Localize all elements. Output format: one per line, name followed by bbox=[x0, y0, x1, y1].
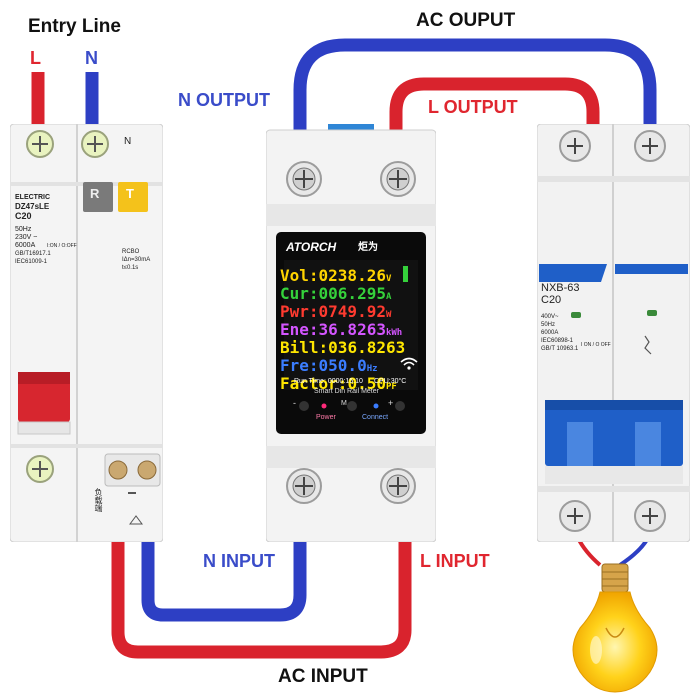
wifi-icon bbox=[400, 357, 418, 370]
rcbo-model: DZ47sLE bbox=[15, 202, 50, 211]
n-input-wire bbox=[141, 470, 307, 622]
rcbo-breaker: N R T ELECTRIC DZ47sLE C20 50Hz 230V ~ 6… bbox=[10, 124, 163, 542]
mcb-spec-1: 50Hz bbox=[541, 322, 556, 328]
rcbo-brand: ELECTRIC bbox=[15, 194, 50, 201]
terminal-screw-icon bbox=[634, 500, 666, 532]
rcbo-body bbox=[10, 124, 163, 542]
reading-power: Pwr:0749.92W bbox=[280, 302, 392, 321]
mcb-spec-3: IEC60898-1 bbox=[541, 338, 574, 344]
terminal-screw-icon bbox=[81, 130, 109, 158]
n-phase-label: N bbox=[85, 48, 98, 68]
meter-subtitle: Smart Din Rail Meter bbox=[314, 388, 379, 395]
mcb-on-off: I ON / O OFF bbox=[581, 342, 611, 348]
meter-body bbox=[266, 124, 436, 542]
entry-line-label: Entry Line bbox=[28, 16, 121, 37]
mcb-spec-0: 400V~ bbox=[541, 314, 559, 320]
rcbo-label: RCBO bbox=[122, 249, 140, 255]
terminal-screw-icon bbox=[559, 130, 591, 162]
ac-input-label: AC INPUT bbox=[278, 666, 368, 687]
l-input-label: L INPUT bbox=[420, 551, 490, 571]
rcbo-spec-2: 6000A bbox=[15, 242, 36, 249]
meter-brand-cn: 炬为 bbox=[358, 242, 378, 253]
rcbo-spec-0: 50Hz bbox=[15, 226, 32, 233]
rcbo-test-button[interactable]: T bbox=[126, 186, 134, 201]
l-phase-label: L bbox=[30, 48, 41, 68]
n-output-label: N OUTPUT bbox=[178, 90, 270, 110]
rcbo-spec-idn: IΔn=30mA bbox=[122, 257, 151, 263]
terminal-screw-icon bbox=[634, 130, 666, 162]
l-output-wire bbox=[389, 77, 600, 130]
terminal-screw-icon bbox=[26, 455, 54, 483]
reading-energy: Ene:36.8263kWh bbox=[280, 320, 403, 339]
n-output-wire bbox=[293, 38, 657, 130]
meter-minus-button[interactable]: - bbox=[293, 398, 296, 408]
rcbo-spec-3: GB/T16917.1 bbox=[15, 251, 51, 257]
terminal-screw-icon bbox=[286, 161, 322, 197]
mcb-spec-4: GB/T 10963.1 bbox=[541, 346, 579, 352]
rcbo-spec-4: IEC61009-1 bbox=[15, 259, 48, 265]
terminal-screw-icon bbox=[286, 468, 322, 504]
rcbo-spec-time: t≤0.1s bbox=[122, 265, 139, 271]
rcbo-n-terminal-label: N bbox=[124, 136, 132, 147]
rcbo-on-off: I:ON / O:OFF bbox=[47, 243, 77, 249]
mcb-rating: C20 bbox=[541, 294, 562, 306]
meter-runtime: Run Time: 0000:15:10 bbox=[294, 378, 363, 385]
mcb-breaker: NXB-63 C20 400V~ 50Hz 6000A IEC60898-1 G… bbox=[537, 124, 690, 542]
terminal-screw-icon bbox=[26, 130, 54, 158]
smart-meter: ATORCH 炬为 Vol:0238.26V Cur:006.295A Pwr:… bbox=[266, 124, 436, 542]
meter-cpu: CPU:30°C bbox=[374, 378, 407, 385]
rcbo-rating: C20 bbox=[15, 211, 32, 221]
meter-brand: ATORCH bbox=[286, 240, 337, 254]
terminal-screw-icon bbox=[380, 161, 416, 197]
rcbo-reset-button[interactable]: R bbox=[90, 186, 100, 201]
reading-current: Cur:006.295A bbox=[280, 284, 392, 303]
l-output-label: L OUTPUT bbox=[428, 97, 518, 117]
meter-plus-button[interactable]: + bbox=[388, 398, 394, 408]
reading-frequency: Fre:050.0Hz bbox=[280, 356, 378, 375]
mcb-body bbox=[537, 124, 690, 542]
reading-voltage: Vol:0238.26V bbox=[280, 266, 392, 285]
mcb-model: NXB-63 bbox=[541, 282, 580, 294]
n-input-label: N INPUT bbox=[203, 551, 275, 571]
ac-output-label: AC OUPUT bbox=[416, 10, 516, 31]
l-input-wire bbox=[111, 470, 412, 659]
reading-power-factor: Factor:0.50PF bbox=[280, 374, 397, 393]
meter-connect-label: Connect bbox=[362, 414, 389, 421]
meter-mode-button[interactable]: M bbox=[341, 400, 347, 407]
meter-power-label: Power bbox=[316, 414, 336, 421]
rcbo-spec-1: 230V ~ bbox=[15, 234, 38, 241]
reading-bill: Bill:036.8263 bbox=[280, 338, 406, 357]
mcb-spec-2: 6000A bbox=[541, 330, 559, 336]
terminal-screw-icon bbox=[559, 500, 591, 532]
terminal-screw-icon bbox=[380, 468, 416, 504]
rcbo-load-side-label: 负载端 bbox=[94, 488, 103, 512]
bulb-icon bbox=[572, 563, 658, 693]
